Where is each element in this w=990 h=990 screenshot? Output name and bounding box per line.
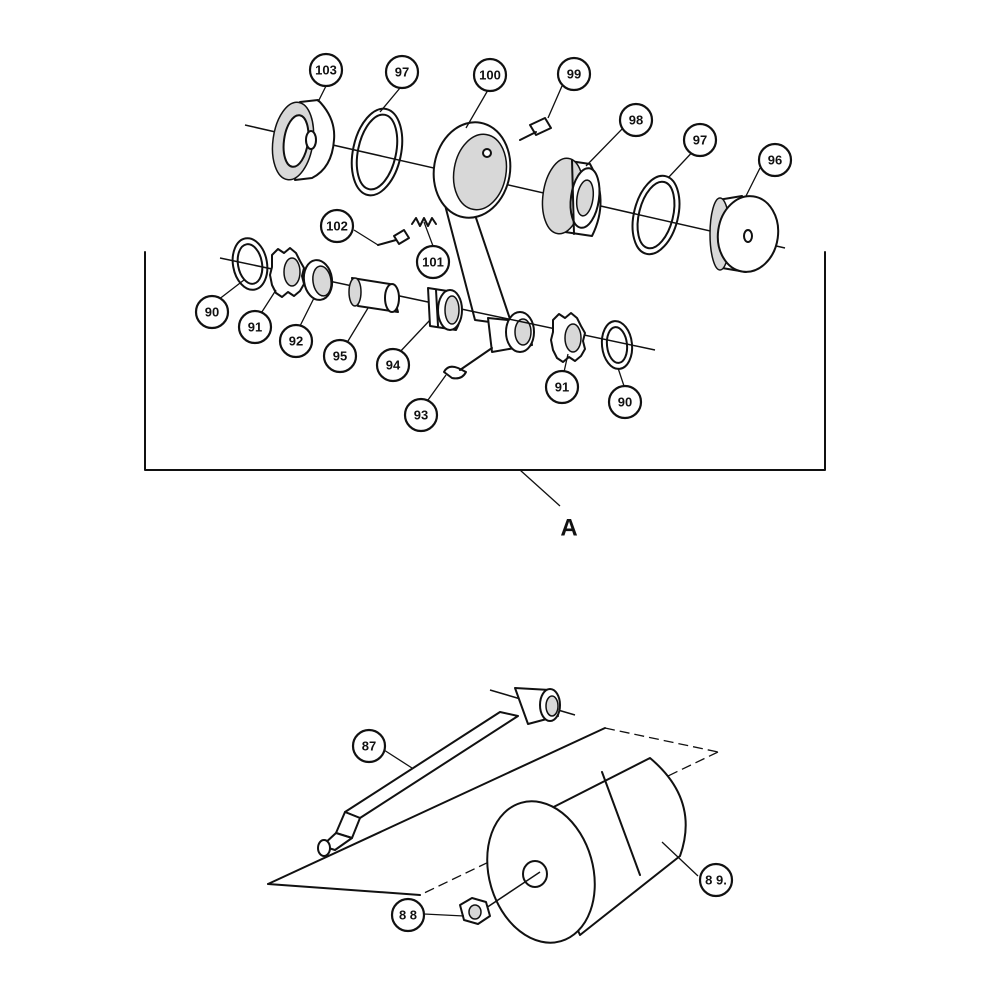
assembly-a-bracket: A: [144, 251, 826, 542]
callout-91-right: 91: [544, 369, 580, 405]
washer-90-left: [231, 237, 269, 291]
o-ring-97-left-inner: [355, 113, 399, 191]
svg-text:103: 103: [315, 63, 337, 78]
o-ring-97-right-inner: [636, 180, 676, 250]
main-axis-line: [244, 124, 786, 249]
callout-90-left: 90: [194, 294, 230, 330]
end-cap-103: [271, 99, 336, 181]
callout-94: 94: [375, 347, 411, 383]
spline-gear-91-left: [269, 247, 305, 298]
callout-96: 96: [757, 142, 793, 178]
nut-88: [459, 897, 491, 925]
svg-text:102: 102: [326, 219, 348, 234]
sleeve-95: [348, 277, 400, 313]
svg-text:8 8: 8 8: [399, 908, 417, 923]
callout-leaders: [217, 85, 761, 917]
svg-text:100: 100: [479, 68, 501, 83]
svg-text:92: 92: [289, 334, 303, 349]
clip-93: [443, 347, 493, 380]
svg-text:90: 90: [205, 305, 219, 320]
callout-91-left: 91: [237, 309, 273, 345]
svg-text:91: 91: [248, 320, 262, 335]
svg-text:90: 90: [618, 395, 632, 410]
washer-90-right: [600, 320, 634, 370]
svg-text:93: 93: [414, 408, 428, 423]
callout-103: 103: [308, 52, 344, 88]
callout-90-right: 90: [607, 384, 643, 420]
callout-102: 102: [319, 208, 355, 244]
svg-text:95: 95: [333, 349, 347, 364]
needle-bearing-94: [427, 287, 463, 331]
svg-text:101: 101: [422, 255, 444, 270]
svg-text:97: 97: [395, 65, 409, 80]
svg-text:94: 94: [386, 358, 401, 373]
callout-95: 95: [322, 338, 358, 374]
callout-98: 98: [618, 102, 654, 138]
washer-90-right-inner: [605, 326, 629, 364]
svg-text:97: 97: [693, 133, 707, 148]
callout-99: 99: [556, 56, 592, 92]
callout-97-right: 97: [682, 122, 718, 158]
spline-gear-91-right: [550, 312, 586, 363]
callout-100: 100: [472, 57, 508, 93]
svg-text:91: 91: [555, 380, 569, 395]
callout-89: 8 9.: [698, 862, 734, 898]
pin-102: [377, 229, 410, 246]
callout-92: 92: [278, 323, 314, 359]
spring-101: [411, 217, 437, 227]
svg-text:8 9.: 8 9.: [705, 873, 727, 888]
roller-89: [479, 757, 687, 944]
end-cap-96: [709, 195, 780, 273]
svg-text:96: 96: [768, 153, 782, 168]
o-ring-97-right: [631, 174, 681, 256]
washer-90-left-inner: [236, 243, 264, 285]
shaft-87: [317, 687, 576, 857]
svg-text:99: 99: [567, 67, 581, 82]
callout-101: 101: [415, 244, 451, 280]
ring-92: [302, 259, 334, 301]
callout-88: 8 8: [390, 897, 426, 933]
assembly-label-a: A: [560, 515, 577, 542]
callout-87: 87: [351, 728, 387, 764]
bearing-98: [541, 157, 602, 237]
connecting-rod-100: [432, 121, 535, 353]
svg-text:87: 87: [362, 739, 376, 754]
svg-text:98: 98: [629, 113, 643, 128]
callout-97-left: 97: [384, 54, 420, 90]
grease-nipple-99: [519, 117, 552, 141]
o-ring-97-left: [350, 107, 404, 197]
callout-93: 93: [403, 397, 439, 433]
